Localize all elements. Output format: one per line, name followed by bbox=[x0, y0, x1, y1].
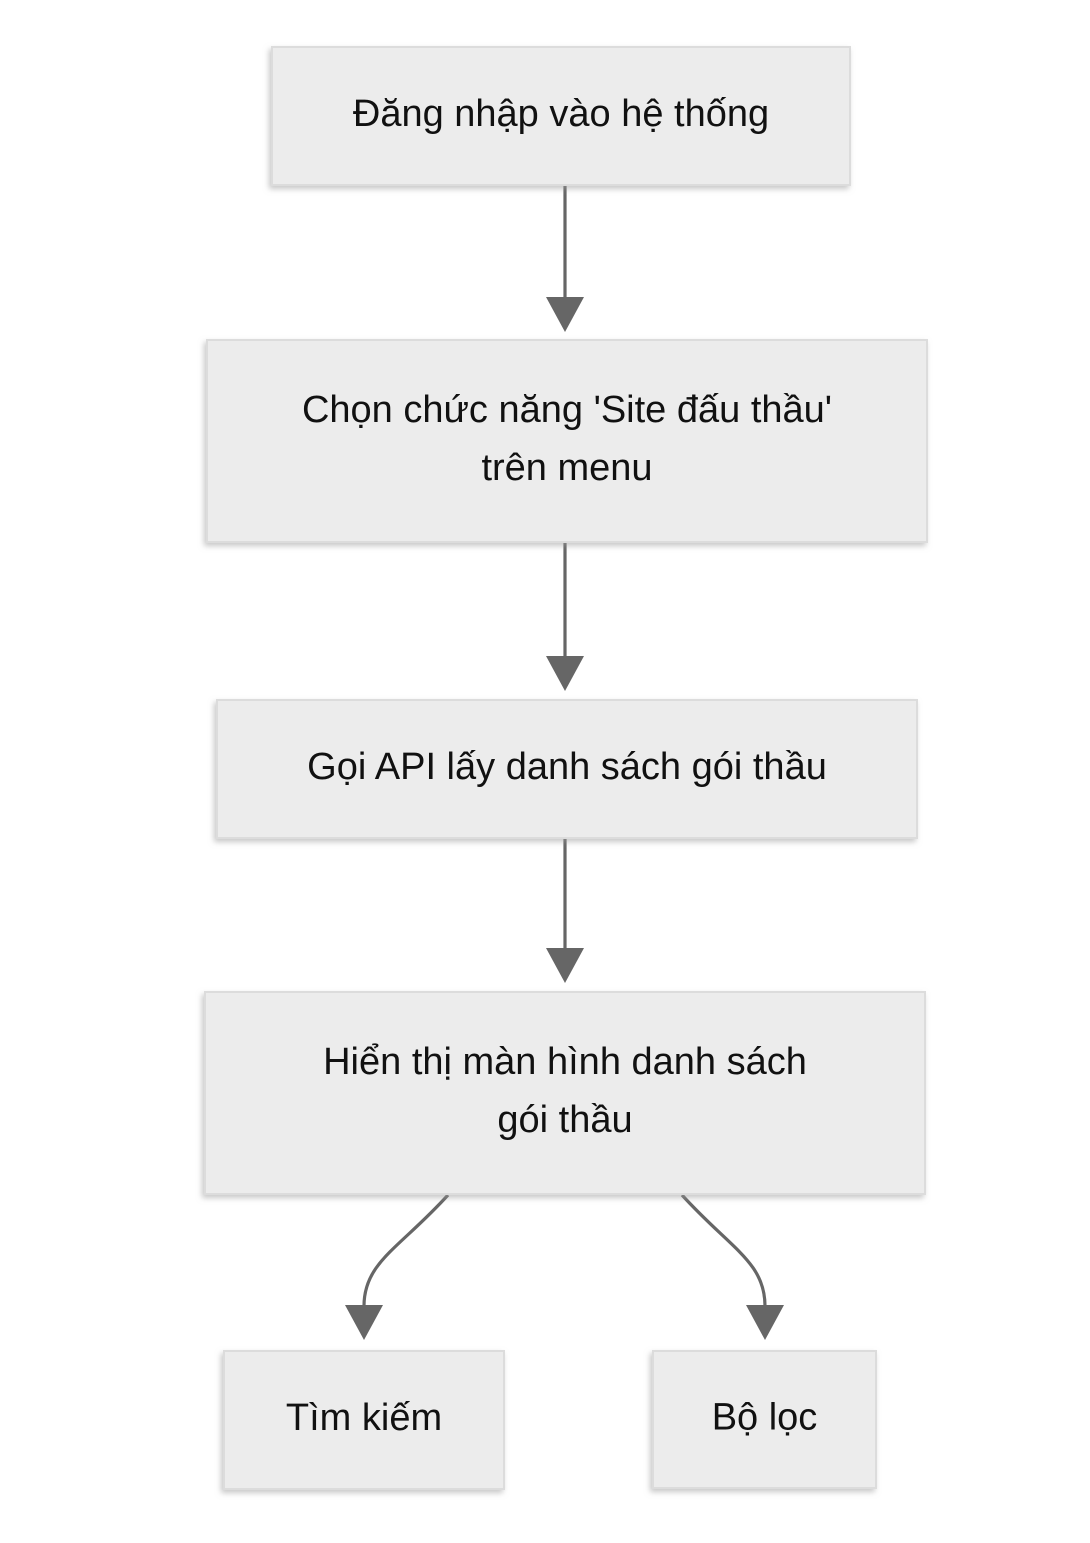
arrowhead-icon bbox=[746, 1305, 784, 1340]
edge-line bbox=[362, 1193, 450, 1307]
flow-node-login[interactable]: Đăng nhập vào hệ thống bbox=[271, 46, 851, 186]
edge-line bbox=[680, 1193, 767, 1307]
node-label: Hiển thị màn hình danh sách gói thầu bbox=[323, 1041, 807, 1141]
edge-login-to-choose-menu bbox=[546, 185, 584, 332]
node-box[interactable] bbox=[223, 1350, 505, 1490]
node-box[interactable] bbox=[204, 991, 926, 1195]
node-label: Chọn chức năng 'Site đấu thầu' trên menu bbox=[302, 389, 832, 489]
node-label: Gọi API lấy danh sách gói thầu bbox=[307, 746, 827, 788]
arrowhead-icon bbox=[345, 1305, 383, 1340]
flow-node-call-api[interactable]: Gọi API lấy danh sách gói thầu bbox=[216, 699, 918, 839]
node-box[interactable] bbox=[271, 46, 851, 186]
node-label: Tìm kiếm bbox=[286, 1397, 442, 1439]
edges-layer bbox=[345, 185, 784, 1340]
edge-call-api-to-show-list bbox=[546, 838, 584, 983]
edge-choose-menu-to-call-api bbox=[546, 542, 584, 691]
node-label: Đăng nhập vào hệ thống bbox=[353, 93, 769, 135]
edge-show-list-to-search bbox=[345, 1193, 450, 1340]
node-label-line: Bộ lọc bbox=[712, 1397, 818, 1439]
flow-node-show-list[interactable]: Hiển thị màn hình danh sách gói thầu bbox=[204, 991, 926, 1195]
node-box[interactable] bbox=[652, 1350, 877, 1489]
arrowhead-icon bbox=[546, 656, 584, 691]
node-label: Bộ lọc bbox=[712, 1397, 818, 1439]
node-label-line: trên menu bbox=[481, 447, 652, 489]
flow-node-choose-menu[interactable]: Chọn chức năng 'Site đấu thầu' trên menu bbox=[206, 339, 928, 543]
node-label-line: Tìm kiếm bbox=[286, 1397, 442, 1439]
arrowhead-icon bbox=[546, 297, 584, 332]
flow-node-filter[interactable]: Bộ lọc bbox=[652, 1350, 877, 1489]
node-label-line: gói thầu bbox=[497, 1099, 632, 1141]
arrowhead-icon bbox=[546, 948, 584, 983]
edge-show-list-to-filter bbox=[680, 1193, 784, 1340]
node-box[interactable] bbox=[216, 699, 918, 839]
node-label-line: Đăng nhập vào hệ thống bbox=[353, 93, 769, 135]
node-label-line: Hiển thị màn hình danh sách bbox=[323, 1041, 807, 1083]
node-box[interactable] bbox=[206, 339, 928, 543]
node-label-line: Gọi API lấy danh sách gói thầu bbox=[307, 746, 827, 788]
node-label-line: Chọn chức năng 'Site đấu thầu' bbox=[302, 389, 832, 431]
flow-node-search[interactable]: Tìm kiếm bbox=[223, 1350, 505, 1490]
